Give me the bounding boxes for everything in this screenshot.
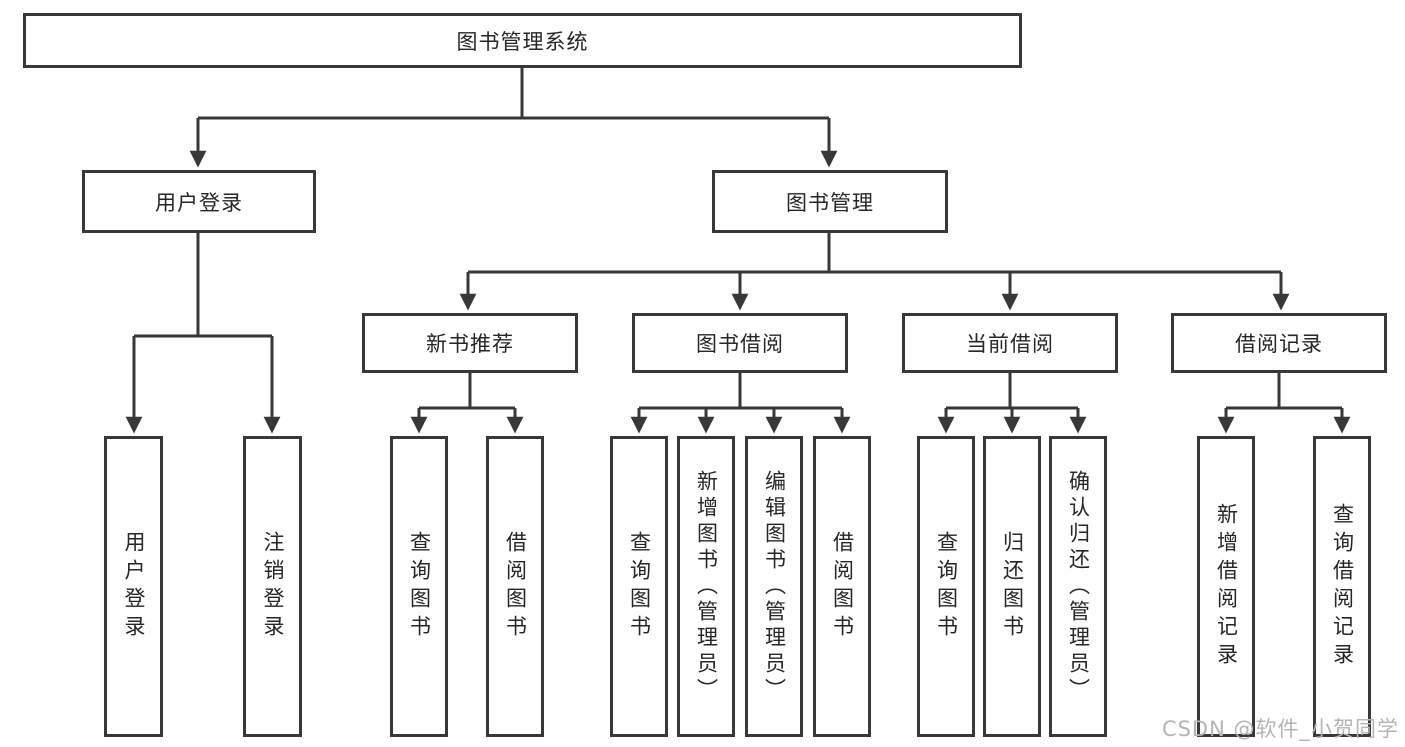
leaf-query-books-2: 查询图书 (610, 436, 668, 737)
leaf-label: 查询借阅记录 (1330, 502, 1355, 671)
leaf-label: 查询图书 (407, 530, 432, 643)
leaf-label: 查询图书 (934, 530, 959, 643)
leaf-label: 借阅图书 (830, 530, 855, 643)
leaf-edit-books-admin: 编辑图书（管理员） (745, 436, 803, 737)
node-current-borrow: 当前借阅 (902, 313, 1118, 373)
node-user-login: 用户登录 (82, 170, 316, 233)
csdn-watermark: CSDN @软件_小贺同学 (1161, 717, 1399, 741)
node-book-management: 图书管理 (712, 170, 948, 233)
leaf-label: 新增图书（管理员） (694, 469, 719, 704)
leaf-label: 编辑图书（管理员） (762, 469, 787, 704)
leaf-label: 新增借阅记录 (1214, 502, 1239, 671)
leaf-label: 确认归还（管理员） (1066, 469, 1091, 704)
leaf-borrow-books-1: 借阅图书 (486, 436, 544, 737)
leaf-query-books-1: 查询图书 (390, 436, 448, 737)
leaf-query-borrow-record: 查询借阅记录 (1313, 436, 1371, 737)
node-new-book-recommend: 新书推荐 (362, 313, 578, 373)
leaf-label: 用户登录 (122, 530, 146, 643)
leaf-label: 查询图书 (627, 530, 652, 643)
leaf-label: 借阅图书 (503, 530, 528, 643)
leaf-return-books: 归还图书 (983, 436, 1041, 737)
leaf-query-books-3: 查询图书 (917, 436, 975, 737)
leaf-add-books-admin: 新增图书（管理员） (677, 436, 735, 737)
leaf-user-login: 用户登录 (104, 436, 163, 737)
leaf-add-borrow-record: 新增借阅记录 (1197, 436, 1255, 737)
leaf-label: 注销登录 (261, 530, 285, 643)
leaf-label: 归还图书 (1000, 530, 1025, 643)
leaf-logout: 注销登录 (243, 436, 302, 737)
node-book-borrow: 图书借阅 (632, 313, 848, 373)
leaf-confirm-return-admin: 确认归还（管理员） (1049, 436, 1107, 737)
node-borrow-record: 借阅记录 (1171, 313, 1387, 373)
leaf-borrow-books-2: 借阅图书 (813, 436, 871, 737)
node-root-library-system: 图书管理系统 (23, 13, 1022, 68)
